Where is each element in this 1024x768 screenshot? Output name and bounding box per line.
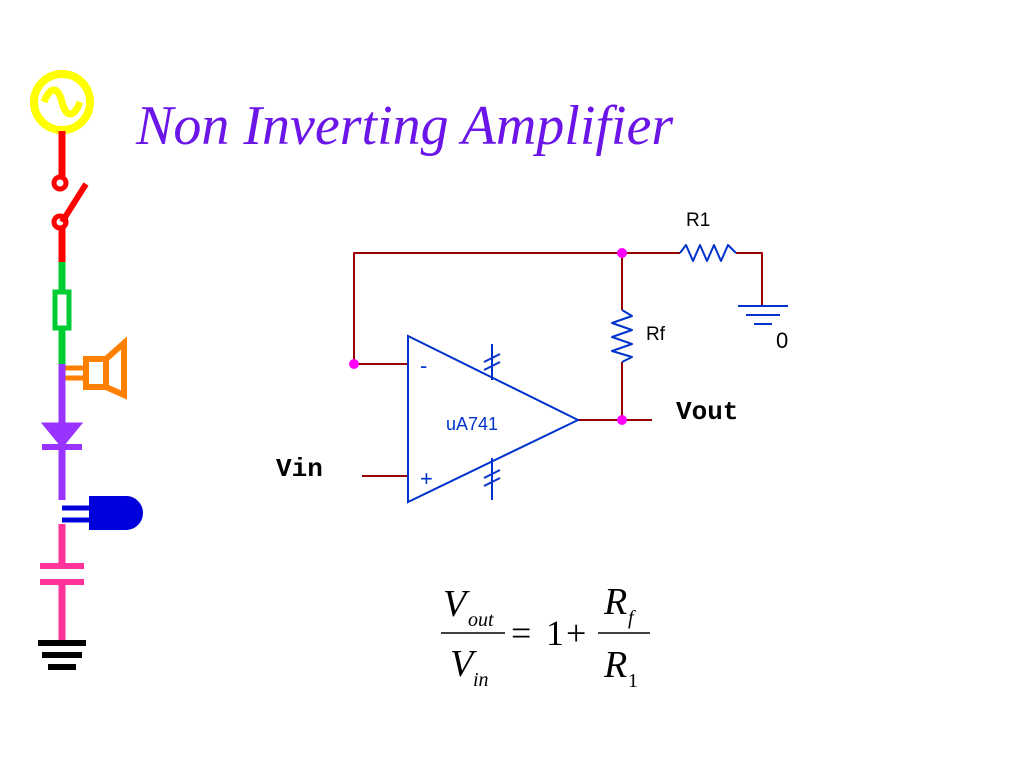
formula-plus: + [566, 613, 586, 653]
component-strip [30, 70, 143, 670]
ac-source-icon [30, 70, 94, 134]
formula-vout-symbol: V [443, 583, 470, 625]
diode-icon [40, 364, 84, 500]
node-feedback-top [617, 248, 627, 258]
fuse-icon [52, 262, 72, 364]
node-feedback-left [349, 359, 359, 369]
amplifier-schematic: - + uA741 R1 Rf 0 Vin Vout [276, 210, 788, 504]
ground-symbol [738, 305, 788, 325]
formula-rf-subscript: f [628, 607, 636, 629]
opamp-noninverting-label: + [420, 466, 433, 491]
wires [353, 252, 763, 477]
capacitor-icon [40, 524, 84, 640]
vout-label: Vout [676, 397, 738, 427]
formula-r1-symbol: R [603, 644, 627, 686]
ground-node-label: 0 [776, 328, 788, 353]
node-output [617, 415, 627, 425]
formula-rf-symbol: R [603, 581, 627, 623]
opamp-inverting-label: - [420, 353, 427, 378]
rf-resistor [611, 309, 633, 363]
opamp-model-label: uA741 [446, 414, 498, 434]
rf-label: Rf [646, 324, 666, 345]
speaker-icon [62, 336, 127, 400]
lamp-icon [62, 496, 143, 530]
ground-icon [38, 640, 86, 670]
formula-vin-symbol: V [450, 643, 477, 685]
opamp [407, 334, 581, 504]
formula-vin-subscript: in [473, 669, 489, 691]
formula-one: 1 [546, 613, 564, 653]
formula-equals: = [511, 613, 531, 653]
r1-resistor [679, 244, 737, 262]
formula-vout-subscript: out [468, 609, 494, 631]
slide-title: Non Inverting Amplifier [136, 95, 674, 157]
formula-r1-subscript: 1 [628, 670, 638, 692]
vin-label: Vin [276, 454, 323, 484]
r1-label: R1 [686, 210, 710, 231]
switch-icon [51, 131, 89, 262]
